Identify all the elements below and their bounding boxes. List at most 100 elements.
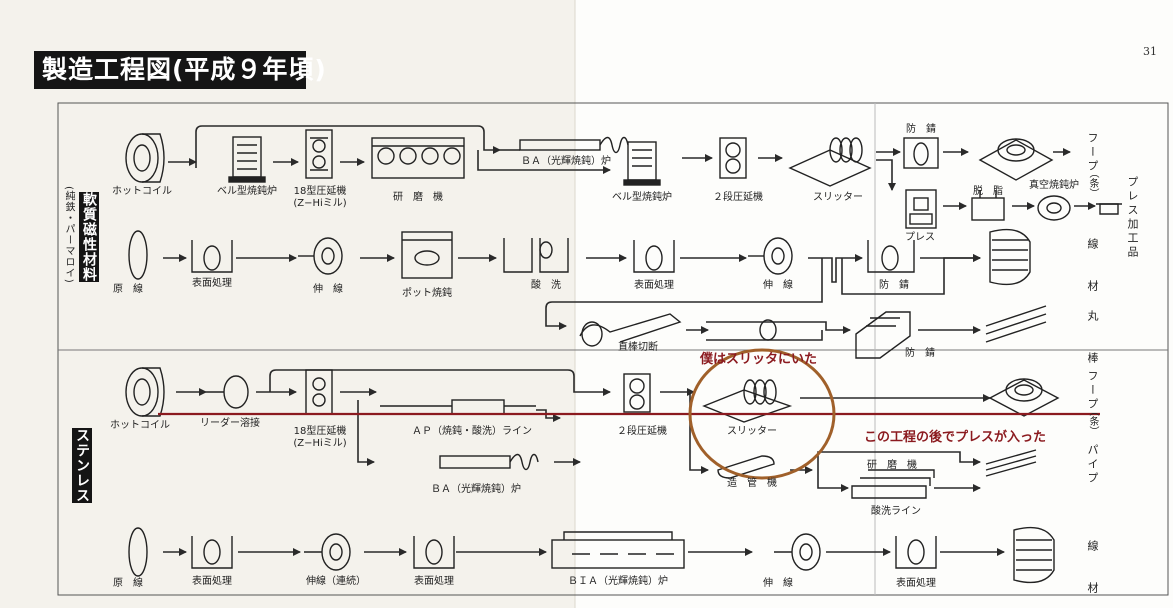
vacuum-furnace-icon [1037, 195, 1071, 221]
label-straighten-cut: 直棒切断 [618, 342, 658, 353]
pipe-mill-icon [717, 455, 775, 479]
raw-wire-coil-icon [128, 230, 148, 280]
bell-furnace-icon [623, 141, 661, 186]
label-surface-treatment-stainless-2: 表面処理 [414, 576, 454, 587]
hoop-coil-icon [988, 378, 1060, 417]
ba-furnace-icon [439, 453, 539, 471]
label-hot-coil: ホットコイル [112, 186, 172, 197]
wire-drawing-icon [774, 533, 821, 571]
wire-product-coil-icon [1013, 526, 1055, 584]
label-mill-18-sub: (Z−Hiミル) [293, 198, 347, 209]
label-mill-18: 18型圧延機 [293, 186, 347, 197]
label-surface-treatment-stainless: 表面処理 [192, 576, 232, 587]
label-hoop: フープ [1086, 132, 1099, 174]
label-vacuum-furnace: 真空焼鈍炉 [1029, 180, 1079, 191]
flow-loop [357, 400, 375, 466]
annotation-slitter-note: 僕はスリッタにいた [700, 352, 818, 367]
round-bar-product-icon [985, 305, 1047, 343]
label-two-high-mill-stainless: ２段圧延機 [617, 426, 667, 437]
label-wire-drawing: 伸 線 [313, 284, 343, 295]
label-leader-welding: リーダー溶接 [200, 418, 260, 429]
degreasing-icon [971, 190, 1005, 221]
flow-loop [841, 254, 981, 295]
label-two-high-mill: ２段圧延機 [713, 192, 763, 203]
flow-loop [817, 451, 981, 470]
label-ap-line: ＡＰ（焼鈍・酸洗）ライン [412, 426, 532, 437]
surface-treatment-icon [191, 240, 233, 273]
category-stainless: ステンレス [72, 428, 92, 503]
label-washing-line: 酸洗ライン [871, 506, 921, 517]
label-pickling: 酸 洗 [531, 280, 561, 291]
label-surface-treatment: 表面処理 [192, 278, 232, 289]
category-soft-magnetic-sub: (純鉄・パーマロイ) [63, 186, 74, 284]
rust-prevention-icon [903, 137, 939, 169]
right-page-panel [575, 0, 1173, 608]
wire-drawing-icon [748, 237, 793, 275]
flow-loop [269, 369, 611, 396]
label-mill-18-stainless: 18型圧延機 [293, 426, 347, 437]
continuous-drawing-icon [304, 533, 351, 571]
flow-loop [706, 330, 823, 341]
label-bia-furnace: ＢＩＡ（光輝焼鈍）炉 [568, 576, 668, 587]
label-surface-treatment-stainless-3: 表面処理 [896, 578, 936, 589]
label-grinder: 研 磨 機 [393, 192, 443, 203]
press-machine-icon [905, 189, 937, 229]
label-wire-product: 線 材 [1086, 238, 1099, 301]
hot-coil-icon [125, 367, 165, 417]
category-soft-magnetic: 軟質磁性材料 [79, 192, 99, 282]
label-hoop-stainless-sub: （条） [1087, 406, 1098, 436]
label-bell-furnace: ベル型焼鈍炉 [217, 186, 277, 197]
label-slitter: スリッター [813, 192, 863, 203]
label-surface-treatment-2: 表面処理 [634, 280, 674, 291]
flow-loop [876, 159, 896, 191]
label-mill-18-stainless-sub: (Z−Hiミル) [293, 438, 347, 449]
left-page-panel [0, 0, 575, 608]
label-pipe-mill: 造 管 機 [727, 478, 777, 489]
label-rust-prevention-right: 防 錆 [906, 124, 936, 135]
label-wire-product-stainless: 線 材 [1086, 540, 1099, 603]
surface-treatment-icon [191, 536, 233, 569]
surface-treatment-icon [413, 536, 455, 569]
label-round-bar: 丸 棒 [1086, 310, 1099, 373]
label-pot-annealing: ポット焼鈍 [402, 288, 452, 299]
surface-treatment-icon [633, 240, 675, 273]
diagram-frame [57, 102, 1169, 596]
pot-annealing-icon [401, 231, 453, 279]
label-ba-furnace: ＢＡ（光輝焼鈍）炉 [521, 156, 611, 167]
grinder-bars-icon [851, 469, 935, 499]
rolling-mill-18-icon [305, 129, 333, 179]
label-rust-prevention-bars: 防 錆 [905, 348, 935, 359]
page-title: 製造工程図(平成９年頃) [34, 51, 326, 89]
wire-drawing-icon [298, 237, 343, 275]
flow-loop [817, 470, 849, 492]
surface-treatment-icon [895, 536, 937, 569]
flow-loop [706, 321, 851, 334]
label-wire-drawing-2: 伸 線 [763, 280, 793, 291]
flow-loop [545, 258, 823, 330]
flow-loop [195, 125, 501, 168]
annotation-press-note: この工程の後でプレスが入った [864, 430, 1047, 445]
straightening-cutting-icon [579, 313, 682, 347]
leader-welding-icon [206, 375, 249, 409]
label-hoop-stainless: フープ [1086, 370, 1099, 412]
hot-coil-icon [125, 133, 165, 183]
press-product-icon [1096, 203, 1122, 215]
label-degreasing: 脱 脂 [973, 186, 1003, 197]
rod-coil-icon [759, 319, 777, 341]
pickling-tank-icon [503, 238, 569, 273]
label-ba-furnace-stainless: ＢＡ（光輝焼鈍）炉 [431, 484, 521, 495]
two-high-mill-icon [719, 137, 747, 179]
page-number: 31 [1143, 45, 1157, 58]
label-grinder-stainless: 研 磨 機 [867, 460, 917, 471]
hoop-coil-icon [978, 138, 1054, 181]
label-wire-drawing-stainless: 伸 線 [763, 578, 793, 589]
label-slitter-stainless: スリッター [727, 426, 777, 437]
slitter-annotation-circle [688, 348, 836, 480]
label-press-product: プレス加工品 [1126, 176, 1139, 260]
slitter-icon [788, 137, 872, 187]
label-hoop-sub: （条） [1087, 168, 1098, 198]
grinder-icon [371, 137, 465, 179]
flow-loop [477, 150, 611, 174]
